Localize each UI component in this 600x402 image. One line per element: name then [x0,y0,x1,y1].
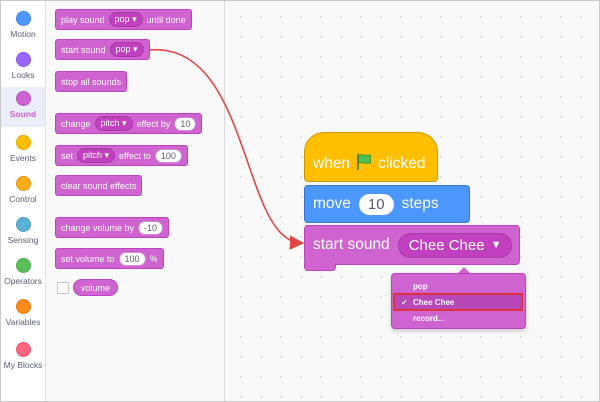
block-text: stop all sounds [61,76,122,87]
dropdown-value: Chee Chee [408,236,485,254]
menu-pointer [457,267,471,274]
block-text: effect by [136,118,171,129]
volume-checkbox[interactable] [57,282,69,294]
effect-value-input[interactable]: 10 [174,116,197,131]
menu-item-label: record... [413,313,445,323]
block-text: set [61,150,74,161]
sound-dropdown[interactable]: pop ▾ [108,12,143,27]
operators-category-icon [15,258,31,273]
volume-value-input[interactable]: -10 [138,220,164,235]
category-label: Operators [4,276,42,286]
block-text: steps [401,195,439,212]
block-text: start sound [61,44,106,55]
play-sound-until-done-block[interactable]: play sound pop ▾ until done [55,9,192,30]
looks-category-icon [15,52,31,67]
menu-item-record[interactable]: record... [395,311,521,325]
block-text: effect to [119,150,151,161]
sound-dropdown-menu: pop ✓ Chee Chee record... [391,273,526,329]
script-workspace[interactable]: when clicked move 10 steps start sound C… [225,1,599,401]
category-sound[interactable]: Sound [1,87,45,127]
category-looks[interactable]: Looks [1,48,45,88]
events-category-icon [15,135,31,150]
steps-input[interactable]: 10 [358,193,394,215]
sensing-category-icon [15,217,31,232]
variables-category-icon [15,299,31,314]
category-control[interactable]: Control [1,172,45,212]
sound-dropdown[interactable]: pop ▾ [109,42,144,57]
effect-dropdown[interactable]: pitch ▾ [77,148,116,163]
move-steps-block[interactable]: move 10 steps [304,185,470,223]
volume-value-input[interactable]: 100 [118,251,146,266]
start-sound-block[interactable]: start sound pop ▾ [55,39,150,60]
block-text: volume [81,282,111,293]
menu-item-chee-chee[interactable]: ✓ Chee Chee [393,293,523,311]
block-text: % [149,253,158,264]
block-text: play sound [61,14,105,25]
block-text: clear sound effects [61,180,137,191]
block-text: change [61,118,91,129]
category-my-blocks[interactable]: My Blocks [1,338,45,378]
set-volume-block[interactable]: set volume to 100 % [55,248,164,269]
volume-reporter-block[interactable]: volume [73,279,119,296]
sound-category-icon [15,91,31,106]
effect-dropdown[interactable]: pitch ▾ [94,116,133,131]
start-sound-script-block[interactable]: start sound Chee Chee ▼ [304,225,520,265]
category-variables[interactable]: Variables [1,295,45,335]
category-operators[interactable]: Operators [1,254,45,294]
category-label: Motion [10,29,36,39]
block-text: until done [146,14,186,25]
control-category-icon [15,176,31,191]
when-flag-clicked-block[interactable]: when clicked [304,132,438,182]
block-text: move [313,195,351,212]
green-flag-icon [356,153,372,176]
checkmark-icon: ✓ [401,297,408,307]
change-volume-block[interactable]: change volume by -10 [55,217,170,238]
block-notch [304,263,336,271]
category-label: Looks [11,70,35,80]
category-sensing[interactable]: Sensing [1,213,45,253]
block-text: start sound [313,236,390,253]
motion-category-icon [15,11,31,26]
stop-all-sounds-block[interactable]: stop all sounds [55,71,128,92]
change-effect-block[interactable]: change pitch ▾ effect by 10 [55,113,203,134]
category-label: Events [10,153,36,163]
block-text: set volume to [61,253,115,264]
category-label: Sound [9,109,37,119]
category-label: Sensing [7,235,39,245]
menu-item-label: Chee Chee [413,297,455,307]
sound-select-dropdown[interactable]: Chee Chee ▼ [397,232,513,258]
block-text: change volume by [61,222,135,233]
chevron-down-icon: ▼ [490,239,502,251]
block-palette: play sound pop ▾ until done start sound … [46,1,225,401]
block-text: when [313,155,351,172]
category-menu: Motion Looks Sound Events Control Sensin… [1,1,46,401]
effect-value-input[interactable]: 100 [154,148,182,163]
block-text: clicked [378,155,426,172]
category-motion[interactable]: Motion [1,7,45,47]
category-label: My Blocks [3,360,43,370]
menu-item-label: pop [413,281,428,291]
set-effect-block[interactable]: set pitch ▾ effect to 100 [55,145,188,166]
my-blocks-category-icon [15,342,31,357]
category-events[interactable]: Events [1,131,45,171]
category-label: Variables [5,317,41,327]
menu-item-pop[interactable]: pop [395,279,521,293]
category-label: Control [9,194,37,204]
clear-sound-effects-block[interactable]: clear sound effects [55,175,143,196]
